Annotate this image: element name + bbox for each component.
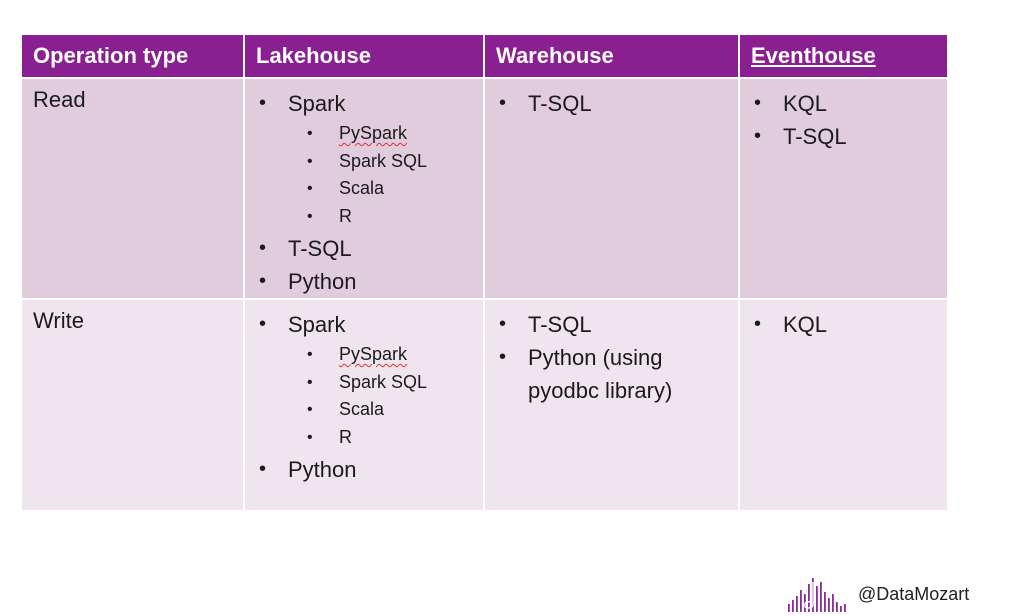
list-item: •T-SQL	[499, 312, 592, 337]
cell-warehouse-write: •T-SQL •Python (using pyodbc library)	[484, 298, 740, 510]
list-item: •T-SQL	[259, 236, 352, 261]
spark-sublist: •PySpark •Spark SQL •Scala •R	[288, 120, 483, 230]
cell-eventhouse-write: •KQL	[739, 298, 947, 510]
eventhouse-write-list: •KQL	[751, 308, 947, 341]
brand-handle: @DataMozart	[858, 583, 970, 604]
list-item: •Spark SQL	[307, 371, 428, 392]
warehouse-write-list: •T-SQL •Python (using pyodbc library)	[496, 308, 738, 407]
table-row-write: Write • Spark •PySpark •Spark SQL •Scala…	[22, 298, 947, 510]
list-item: • Spark •PySpark •Spark SQL •Scala •R	[256, 308, 483, 451]
cell-eventhouse-read: •KQL •T-SQL	[739, 77, 947, 299]
list-item: •Scala	[307, 178, 385, 198]
cell-warehouse-read: •T-SQL	[484, 77, 740, 299]
table-header-row: Operation type Lakehouse Warehouse Event…	[22, 35, 947, 78]
list-item: •T-SQL	[499, 91, 592, 116]
header-warehouse: Warehouse	[484, 35, 740, 78]
list-item: •PySpark	[307, 123, 408, 143]
list-item: •R	[307, 205, 352, 226]
lakehouse-read-list: • Spark •PySpark •Spark SQL •Scala •R •T…	[256, 87, 483, 298]
list-item: •Python	[259, 457, 357, 482]
list-item: •Spark SQL	[307, 150, 428, 171]
spark-sublist: •PySpark •Spark SQL •Scala •R	[288, 341, 483, 451]
eventhouse-read-list: •KQL •T-SQL	[751, 87, 947, 153]
operations-table: Operation type Lakehouse Warehouse Event…	[22, 35, 947, 510]
bullet: •	[259, 92, 267, 114]
list-item: •KQL	[754, 91, 828, 116]
list-item: •PySpark	[307, 344, 408, 364]
cell-lakehouse-read: • Spark •PySpark •Spark SQL •Scala •R •T…	[244, 77, 485, 299]
list-item: •Python	[259, 269, 357, 294]
header-eventhouse: Eventhouse	[739, 35, 947, 78]
list-item: • Spark •PySpark •Spark SQL •Scala •R	[256, 87, 483, 230]
lakehouse-write-list: • Spark •PySpark •Spark SQL •Scala •R •P…	[256, 308, 483, 486]
header-lakehouse: Lakehouse	[244, 35, 485, 78]
brand-footer: @DataMozart	[786, 574, 969, 614]
sound-wave-bars-icon	[788, 578, 846, 612]
list-item: •Scala	[307, 399, 385, 419]
cell-operation-write: Write	[22, 298, 245, 510]
cell-operation-read: Read	[22, 77, 245, 299]
header-operation-type: Operation type	[22, 35, 245, 78]
warehouse-read-list: •T-SQL	[496, 87, 738, 120]
table-row-read: Read • Spark •PySpark •Spark SQL •Scala …	[22, 77, 947, 299]
list-item: •R	[307, 426, 352, 447]
list-item: •Python (using pyodbc library)	[499, 345, 673, 403]
cell-lakehouse-write: • Spark •PySpark •Spark SQL •Scala •R •P…	[244, 298, 485, 510]
list-item: •KQL	[754, 312, 828, 337]
list-item: •T-SQL	[754, 124, 847, 149]
